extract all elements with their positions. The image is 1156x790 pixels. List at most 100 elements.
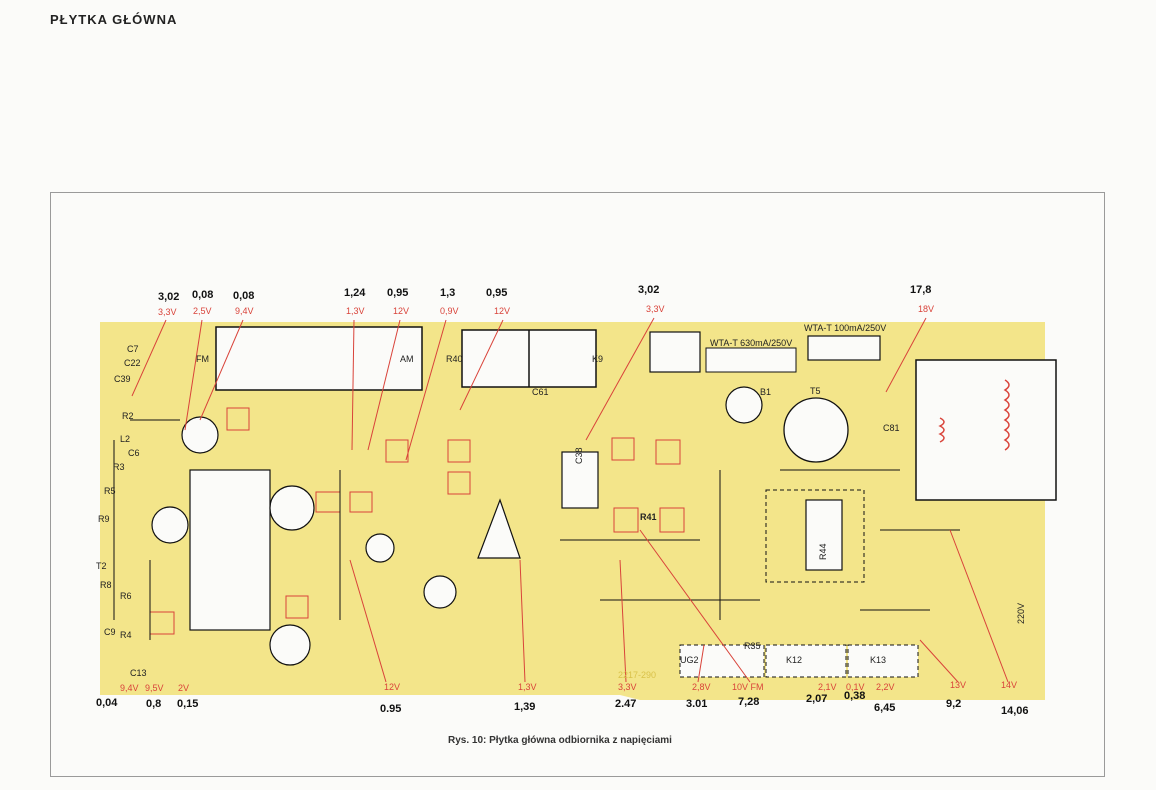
marked-voltage: 2V <box>178 683 190 693</box>
marked-voltage: 2,8V <box>692 682 711 692</box>
marked-voltage: 9,5V <box>145 683 164 693</box>
marked-voltage: 18V <box>918 304 935 314</box>
measured-voltage: 1,3 <box>440 287 456 299</box>
board-code: 2217-290 <box>618 670 657 680</box>
fuse-holder <box>705 347 797 373</box>
marked-voltage: 10V FM <box>732 682 764 692</box>
measured-voltage: 2,07 <box>806 693 828 705</box>
measured-voltage: 0,04 <box>96 697 118 709</box>
marked-voltage: 13V <box>950 680 967 690</box>
fuse-label: WTA-T 100mA/250V <box>804 323 887 333</box>
c48-capacitor <box>151 506 189 544</box>
marked-voltage: 3,3V <box>618 682 637 692</box>
page-title: PŁYTKA GŁÓWNA <box>50 12 178 27</box>
component-label: L2 <box>120 434 131 444</box>
component-label: R6 <box>120 591 132 601</box>
component-label: B1 <box>760 387 772 397</box>
r522-network <box>847 644 919 678</box>
figure-frame <box>50 192 1105 777</box>
component-label: R5 <box>104 486 116 496</box>
component-label: R35 <box>744 641 761 651</box>
component-label: AM <box>400 354 414 364</box>
component-label: R9 <box>98 514 110 524</box>
marked-voltage: 3,3V <box>646 304 665 314</box>
fuse-2 <box>807 335 881 361</box>
component-label: C6 <box>128 448 140 458</box>
us2-outline <box>765 489 865 583</box>
am-ferrite-block <box>189 469 271 631</box>
fm-am-tuner-block <box>215 326 423 391</box>
measured-voltage: 0.95 <box>380 703 402 715</box>
component-label: T2 <box>96 561 107 571</box>
ic-ul1211n <box>561 451 599 509</box>
marked-voltage: 14V <box>1001 680 1018 690</box>
component-label: UG2 <box>680 655 699 665</box>
c24-capacitor <box>269 624 311 666</box>
r514-network <box>765 644 847 678</box>
ic-ul1481t <box>805 499 843 571</box>
measured-voltage: 14,06 <box>1001 705 1029 717</box>
marked-voltage: 1,3V <box>518 682 537 692</box>
component-label: C61 <box>532 387 549 397</box>
component-label: FM <box>196 354 209 364</box>
measured-voltage: 0,08 <box>192 289 214 301</box>
c92-diode-bridge <box>725 386 763 424</box>
c35-capacitor <box>365 533 395 563</box>
measured-voltage: 6,45 <box>874 702 896 714</box>
fuse-label: WTA-T 630mA/250V <box>710 338 793 348</box>
component-label: R2 <box>122 411 134 421</box>
component-label: R40 <box>446 354 463 364</box>
measured-voltage: 0,95 <box>387 287 409 299</box>
component-label: R8 <box>100 580 112 590</box>
marked-voltage: 9,4V <box>120 683 139 693</box>
component-label: C81 <box>883 423 900 433</box>
marked-voltage: 9,4V <box>235 306 254 316</box>
component-label: C13 <box>130 668 147 678</box>
marked-voltage: 0,1V <box>846 682 865 692</box>
marked-voltage: 2,1V <box>818 682 837 692</box>
measured-voltage: 0,15 <box>177 698 199 710</box>
r22-potentiometer <box>477 498 521 559</box>
mains-label: 220V <box>1016 602 1026 624</box>
marked-voltage: 12V <box>393 306 410 316</box>
measured-voltage: 0,08 <box>233 290 255 302</box>
measured-voltage: 1,39 <box>514 701 536 713</box>
component-label: C9 <box>104 627 116 637</box>
marked-voltage: 12V <box>494 306 511 316</box>
component-label: C38 <box>574 447 584 464</box>
measured-voltage: 17,8 <box>910 284 932 296</box>
component-label: T5 <box>810 386 821 396</box>
component-label: R4 <box>120 630 132 640</box>
measured-voltage: 3,02 <box>158 291 180 303</box>
component-label: C22 <box>124 358 141 368</box>
component-label: C39 <box>114 374 131 384</box>
measured-voltage: 9,2 <box>946 698 962 710</box>
measured-voltage: 0,95 <box>486 287 508 299</box>
component-label: R41 <box>640 512 657 522</box>
marked-voltage: 2,2V <box>876 682 895 692</box>
measured-voltage: 0,8 <box>146 698 162 710</box>
marked-voltage: 0,9V <box>440 306 459 316</box>
c93-capacitor <box>783 397 849 463</box>
transformer-block <box>915 359 1057 501</box>
figure-caption: Rys. 10: Płytka główna odbiornika z napi… <box>448 735 672 746</box>
component-label: R3 <box>113 462 125 472</box>
component-label: K9 <box>592 354 604 364</box>
component-label: C7 <box>127 344 139 354</box>
c30-capacitor <box>423 575 457 609</box>
measured-voltage: 3,02 <box>638 284 660 296</box>
marked-voltage: 1,3V <box>346 306 365 316</box>
component-label: K12 <box>786 655 803 665</box>
fuse-1 <box>649 331 701 373</box>
marked-voltage: 3,3V <box>158 307 177 317</box>
component-label: R44 <box>818 543 828 560</box>
r511-network <box>679 644 765 678</box>
measured-voltage: 2.47 <box>615 698 637 710</box>
c49-capacitor <box>181 416 219 454</box>
component-label: K13 <box>870 655 887 665</box>
measured-voltage: 1,24 <box>344 287 366 299</box>
c44-capacitor <box>269 485 315 531</box>
measured-voltage: 7,28 <box>738 696 760 708</box>
measured-voltage: 3.01 <box>686 698 708 710</box>
